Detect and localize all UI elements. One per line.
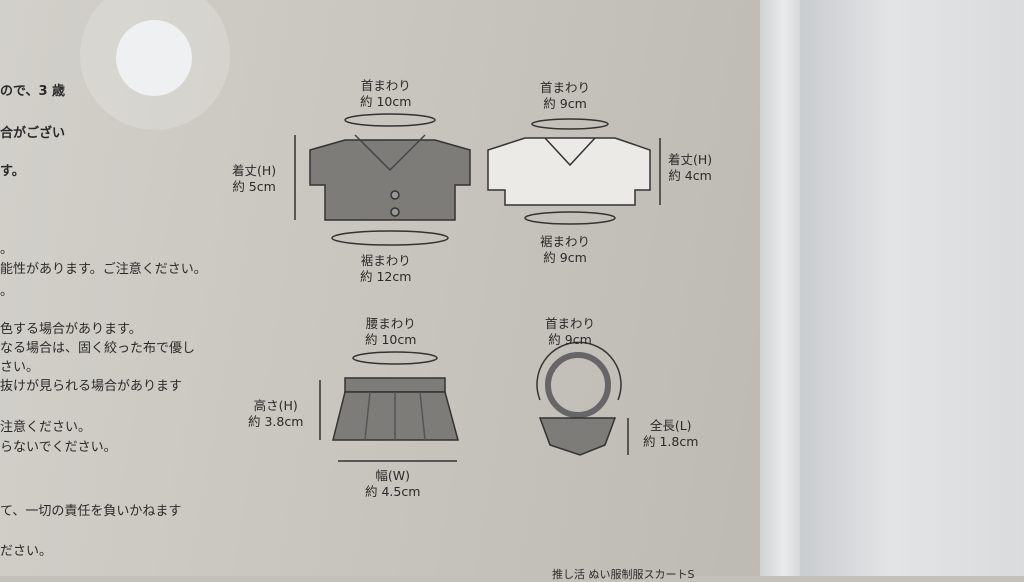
skirt-waist-arrow (352, 351, 438, 365)
shirt-height-label: 着丈(H)約 4cm (668, 152, 713, 183)
warning-line: 注意ください。 (0, 420, 92, 435)
shirt-neck-label: 首まわり約 9cm (540, 80, 591, 111)
jacket-hem-label: 裾まわり約 12cm (360, 253, 412, 284)
package-card (0, 0, 770, 576)
jacket-neck-arrow (344, 113, 436, 127)
warning-line: らないでください。 (0, 440, 117, 455)
jacket-hem-arrow (331, 230, 449, 246)
shirt-hem-label: 裾まわり約 9cm (540, 234, 591, 265)
skirt-waist-label: 腰まわり約 10cm (365, 316, 417, 347)
warning-line: さい。 (0, 360, 40, 375)
warning-line: す。 (0, 164, 25, 179)
warning-line: て、一切の責任を負いかねます (0, 504, 182, 519)
warning-line: 合がござい (0, 126, 66, 141)
warning-line: なる場合は、固く絞った布で優し (0, 341, 196, 356)
warning-line: ださい。 (0, 544, 53, 559)
warning-line: 能性があります。ご注意ください。 (0, 262, 207, 277)
warning-line: 。 (0, 284, 14, 299)
jacket-illustration (309, 134, 471, 221)
shirt-illustration (487, 137, 651, 206)
shirt-hem-arrow (524, 211, 616, 225)
jacket-height-label: 着丈(H)約 5cm (232, 163, 277, 194)
collar-illustration (538, 352, 617, 456)
skirt-illustration (332, 377, 459, 441)
collar-neck-arrow (536, 341, 622, 401)
warning-line: ので、3 歳 (0, 84, 66, 99)
skirt-height-label: 高さ(H)約 3.8cm (248, 398, 304, 429)
plastic-seal-strip (760, 0, 800, 576)
jacket-neck-label: 首まわり約 10cm (360, 78, 412, 109)
shirt-neck-arrow (531, 118, 609, 130)
warning-line: 。 (0, 242, 14, 257)
collar-neck-label: 首まわり約 9cm (545, 316, 596, 347)
product-name: 推し活 ぬい服制服スカートS (552, 568, 695, 581)
warning-line: 抜けが見られる場合があります (0, 379, 183, 394)
collar-length-label: 全長(L)約 1.8cm (643, 418, 699, 449)
skirt-width-label: 幅(W)約 4.5cm (365, 468, 421, 499)
warning-line: 色する場合があります。 (0, 322, 142, 337)
plastic-bag (800, 0, 1024, 576)
hang-hole (116, 20, 192, 96)
